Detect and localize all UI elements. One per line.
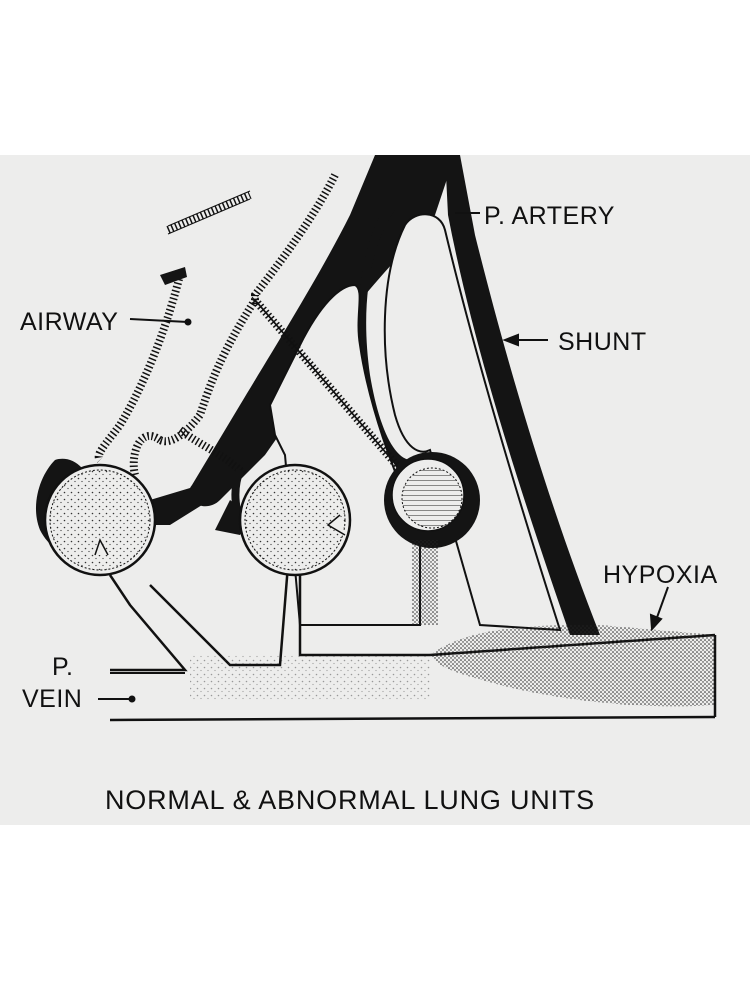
hypoxia-region	[430, 625, 715, 707]
label-p: P.	[52, 653, 74, 681]
alveolus-middle	[231, 463, 352, 577]
label-airway: AIRWAY	[20, 308, 119, 336]
label-hypoxia: HYPOXIA	[603, 561, 718, 589]
lung-unit-diagram	[35, 155, 717, 722]
airways	[94, 173, 409, 479]
label-vein: VEIN	[22, 685, 83, 713]
alveolus-left	[35, 458, 157, 577]
label-p-artery: P. ARTERY	[484, 202, 615, 230]
slide-panel: P. ARTERY AIRWAY SHUNT HYPOXIA P. VEIN N…	[0, 155, 750, 825]
alveolus-abnormal	[384, 452, 480, 625]
label-shunt: SHUNT	[558, 328, 647, 356]
vein-stipple	[190, 655, 430, 700]
diagram-title: NORMAL & ABNORMAL LUNG UNITS	[105, 785, 595, 815]
pointer-lines	[98, 212, 669, 703]
airway-tip-mark	[160, 267, 187, 285]
